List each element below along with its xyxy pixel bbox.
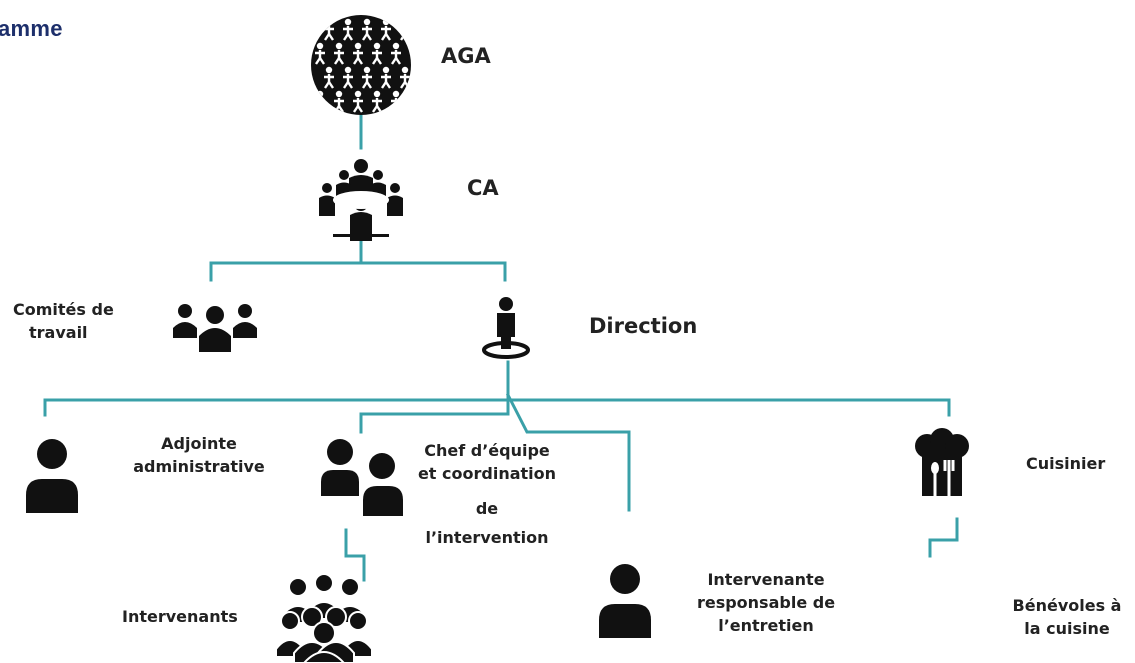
node-chef-line3: de [475,499,499,518]
chef-hat-icon [915,428,969,496]
node-aga-label: AGA [441,44,491,68]
node-benevoles-label: Bénévoles à la cuisine [1004,594,1130,640]
node-comites-line1: Comités de [13,300,114,319]
connector-intervenants [344,528,366,582]
person-icon [599,564,651,638]
node-benevoles-line1: Bénévoles à [1012,596,1122,615]
node-benevoles-line2: la cuisine [1024,619,1110,638]
connector-chef [359,412,510,434]
node-ca-label: CA [467,176,499,200]
connector-benevoles [928,517,959,558]
meeting-table-icon [319,159,403,241]
node-chef-line1: Chef d’équipe [424,441,550,460]
people-grid-icon [311,15,411,115]
person-icon [26,439,78,513]
node-cuisinier-label: Cuisinier [1026,454,1106,473]
node-chef-line2: et coordination [417,464,557,483]
node-chef-label: Chef d’équipe et coordination de l’inter… [407,439,567,549]
node-entretien-line3: l’entretien [718,616,814,635]
two-people-icon [321,439,403,516]
node-chef-line4: l’intervention [425,528,549,547]
group-icon [173,304,257,352]
node-adjointe-line1: Adjointe [161,434,237,453]
node-entretien-label: Intervenante responsable de l’entretien [686,568,846,637]
node-adjointe-label: Adjointe administrative [129,432,269,478]
node-direction-label: Direction [589,314,698,338]
page-title: amme [0,16,63,41]
node-intervenants-label: Intervenants [122,607,238,626]
node-adjointe-line2: administrative [133,457,265,476]
node-comites-label: Comités de travail [13,298,114,344]
connector-ca-split [209,238,507,282]
director-icon [482,297,530,359]
node-entretien-line1: Intervenante [707,570,825,589]
node-comites-line2: travail [29,323,88,342]
connector-main-bar [43,398,951,417]
connector-entretien [505,392,631,512]
crowd-icon [276,573,372,663]
node-entretien-line2: responsable de [696,593,836,612]
